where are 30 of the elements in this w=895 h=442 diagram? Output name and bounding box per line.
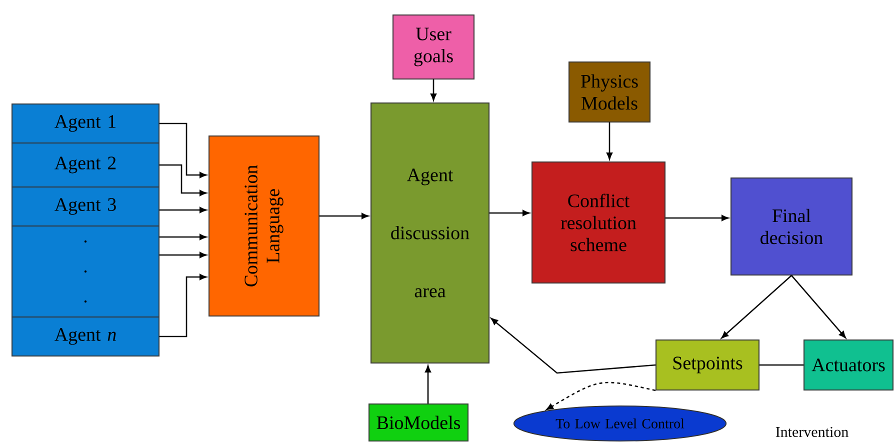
agent-cell: Agent n: [12, 316, 160, 356]
arrow: [160, 122, 207, 178]
arrow: [160, 252, 207, 258]
arrow: [721, 275, 792, 338]
arrow: [160, 274, 207, 338]
arrow: [320, 212, 369, 219]
goals-box: User goals: [392, 14, 474, 80]
arrow: [490, 210, 530, 216]
arrow: [791, 275, 846, 338]
models-box: Physics Models: [568, 62, 650, 122]
agent-cell: Agent 3: [12, 186, 160, 226]
agent-cell: Agent 1: [12, 104, 160, 144]
intervention-label: Intervention: [776, 426, 848, 438]
arrow: [160, 234, 207, 240]
actuators-box: Actuators: [804, 340, 894, 390]
discussion-box: Agent discussion area: [370, 102, 490, 364]
arrow: [666, 214, 729, 221]
arrow: [606, 122, 612, 160]
arrow: [430, 80, 436, 101]
arrow: [490, 318, 656, 374]
arrow: [160, 164, 207, 196]
agent-cell: Agent 2: [12, 142, 160, 188]
process-box: Conflict resolution scheme: [532, 162, 666, 284]
biomodels-box: BioModels: [368, 403, 468, 442]
arrow: [160, 207, 207, 213]
setpoints-box: Setpoints: [656, 340, 760, 390]
arrow: [546, 382, 656, 410]
arrow: [425, 365, 431, 404]
language-box: Communication Language: [208, 136, 320, 316]
decision-box: Final decision: [730, 178, 852, 276]
